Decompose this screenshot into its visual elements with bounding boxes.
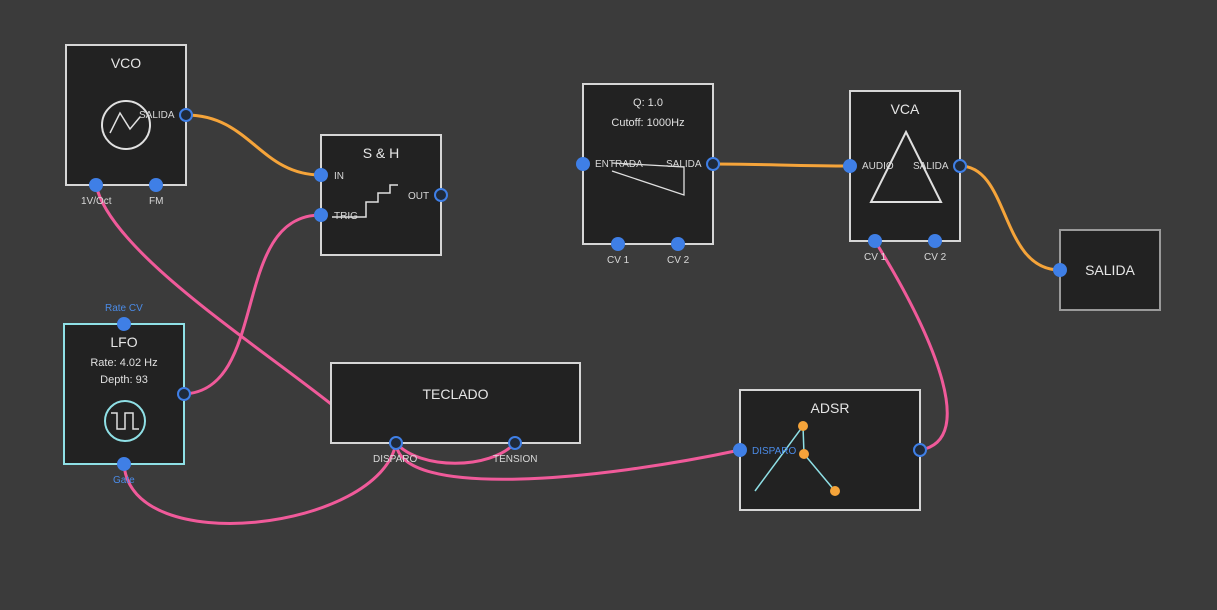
vca-in-label: AUDIO [862,161,894,172]
teclado-title: TECLADO [422,386,489,402]
lfo-rate-readout: Rate: 4.02 Hz [90,357,158,369]
vco-fm-label: FM [149,196,164,207]
adsr-module[interactable]: ADSR DISPARO [739,389,921,511]
salida-in-port[interactable] [1053,263,1067,277]
filter-cv2-port[interactable] [671,237,685,251]
lfo-ratecv-port[interactable] [117,317,131,331]
lfo-gate-label: Gate [113,475,135,486]
filter-in-label: ENTRADA [595,159,643,170]
vca-out-label: SALIDA [913,161,949,172]
lfo-out-port[interactable] [177,387,191,401]
lfo-module[interactable]: LFO Rate: 4.02 Hz Depth: 93 [63,323,185,465]
teclado-tension-label: TENSION [493,454,538,465]
vca-cv1-label: CV 1 [864,252,887,263]
vco-module[interactable]: VCO SALIDA [65,44,187,186]
lfo-depth-readout: Depth: 93 [100,374,148,386]
vco-out-label: SALIDA [139,110,175,121]
vca-module[interactable]: VCA AUDIO SALIDA [849,90,961,242]
adsr-in-label: DISPARO [752,446,797,457]
sh-in-label: IN [334,171,344,182]
adsr-out-port[interactable] [913,443,927,457]
lowpass-curve-icon [611,162,685,196]
adsr-title: ADSR [810,400,850,416]
lfo-gate-port[interactable] [117,457,131,471]
cable-filter-vca[interactable] [712,162,851,168]
cable-teclado-adsr[interactable] [394,442,741,481]
sh-module[interactable]: S & H IN TRIG OUT [320,134,442,256]
envelope-icon [754,421,840,496]
filter-in-port[interactable] [576,157,590,171]
vca-title: VCA [890,101,920,117]
salida-module[interactable]: SALIDA [1059,229,1161,311]
lfo-ratecv-label: Rate CV [105,303,143,314]
vca-cv2-label: CV 2 [924,252,947,263]
filter-out-port[interactable] [706,157,720,171]
vca-in-port[interactable] [843,159,857,173]
teclado-module[interactable]: TECLADO [330,362,581,444]
vca-cv1-port[interactable] [868,234,882,248]
teclado-disparo-port[interactable] [389,436,403,450]
vco-1voct-label: 1V/Oct [81,196,112,207]
vco-fm-port[interactable] [149,178,163,192]
vco-1voct-port[interactable] [89,178,103,192]
triangle-wave-icon [101,100,151,150]
vco-out-port[interactable] [179,108,193,122]
filter-cv1-port[interactable] [611,237,625,251]
sh-out-port[interactable] [434,188,448,202]
cable-vca-salida[interactable] [959,164,1061,272]
sh-out-label: OUT [408,191,430,202]
filter-q-readout: Q: 1.0 [633,97,663,109]
sh-trig-port[interactable] [314,208,328,222]
filter-module[interactable]: Q: 1.0 Cutoff: 1000Hz ENTRADA SALIDA [582,83,714,245]
cable-lfo-sh[interactable] [183,213,322,396]
filter-cv1-label: CV 1 [607,255,630,266]
filter-cutoff-readout: Cutoff: 1000Hz [611,117,685,129]
filter-out-label: SALIDA [666,159,702,170]
vca-out-port[interactable] [953,159,967,173]
teclado-disparo-label: DISPARO [373,454,418,465]
filter-cv2-label: CV 2 [667,255,690,266]
lfo-title: LFO [110,334,138,350]
triangle-icon [869,130,943,203]
vca-cv2-port[interactable] [928,234,942,248]
cable-vco-sh[interactable] [185,113,322,177]
staircase-icon [332,184,398,218]
sh-in-port[interactable] [314,168,328,182]
teclado-tension-port[interactable] [508,436,522,450]
square-wave-icon [104,400,146,442]
vco-title: VCO [110,55,142,71]
sh-trig-label: TRIG [334,211,358,222]
sh-title: S & H [362,145,400,161]
salida-title: SALIDA [1085,262,1135,278]
adsr-in-port[interactable] [733,443,747,457]
